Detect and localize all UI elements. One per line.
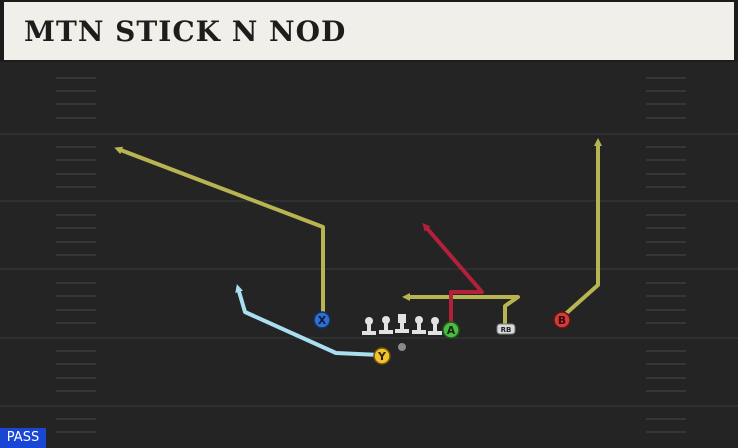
player-rb-label: RB (501, 326, 512, 334)
y-button-icon (373, 347, 391, 365)
play-type-badge: PASS (0, 428, 46, 448)
hash-marks-left (56, 77, 96, 433)
a-button-icon (442, 321, 460, 339)
player-a[interactable]: A (442, 321, 460, 339)
player-a-label: A (447, 324, 456, 337)
route-x (114, 146, 325, 317)
title-bar: MTN STICK N NOD (4, 2, 734, 60)
player-b[interactable]: B (553, 311, 571, 329)
route-a (422, 222, 484, 327)
yard-lines (0, 133, 738, 407)
lineman-icon (362, 317, 376, 335)
route-y (235, 284, 381, 357)
route-rb (402, 293, 520, 325)
player-b-label: B (558, 314, 566, 327)
play-title: MTN STICK N NOD (24, 15, 347, 48)
player-x[interactable]: X (313, 311, 331, 329)
header: MTN STICK N NOD (0, 0, 738, 62)
play-diagram: X Y A B RB (0, 62, 738, 448)
field-surface (0, 62, 738, 448)
player-x-label: X (318, 314, 327, 327)
route-b (559, 138, 602, 320)
lineman-icon (412, 316, 426, 334)
center-icon (395, 314, 409, 333)
offensive-line (362, 314, 442, 335)
lineman-icon (428, 317, 442, 335)
quarterback-marker (398, 343, 406, 351)
hash-marks-right (646, 77, 686, 433)
lineman-icon (379, 316, 393, 334)
player-y[interactable]: Y (373, 347, 391, 365)
player-rb[interactable]: RB (496, 323, 516, 335)
x-button-icon (313, 311, 331, 329)
b-button-icon (553, 311, 571, 329)
player-y-label: Y (377, 350, 387, 363)
rb-tag (496, 323, 516, 335)
